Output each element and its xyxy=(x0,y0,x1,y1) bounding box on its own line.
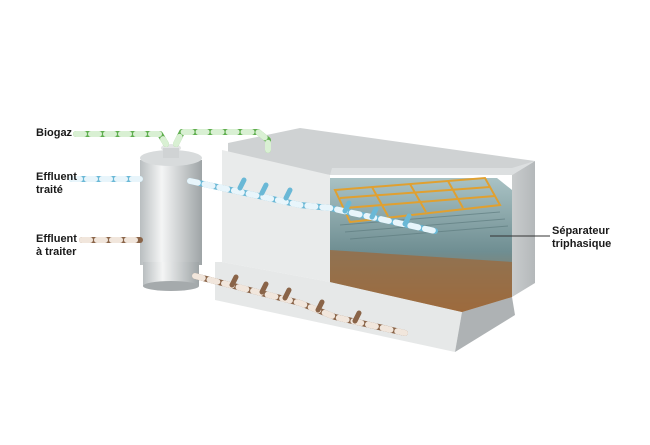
separator-label: Séparateur triphasique xyxy=(552,225,611,251)
influent-pipe xyxy=(79,237,408,336)
biogas-label: Biogaz xyxy=(36,127,72,140)
tank-front-wall xyxy=(222,150,330,282)
tank-back-wall xyxy=(228,128,535,175)
biogas-pipe xyxy=(73,129,271,153)
influent-label: Effluent à traiter xyxy=(36,233,77,259)
column-bottom xyxy=(143,281,199,291)
tank-rim xyxy=(330,161,535,175)
sludge-bed xyxy=(330,250,512,312)
treated-effluent-label: Effluent traité xyxy=(36,171,77,197)
treated-effluent-label-line1: Effluent xyxy=(36,171,77,183)
tank-right-wall xyxy=(512,161,535,297)
tank-base-side xyxy=(455,297,515,352)
influent-label-line2: à traiter xyxy=(36,246,77,258)
biogas-label-text: Biogaz xyxy=(36,127,73,139)
column-neck xyxy=(163,148,179,158)
treated-effluent-label-line2: traité xyxy=(36,184,63,196)
treated-effluent-pipe xyxy=(69,176,438,234)
column-body xyxy=(140,160,202,265)
separator-label-line1: Séparateur xyxy=(552,225,610,237)
separator-label-line2: triphasique xyxy=(552,238,612,250)
degassing-column xyxy=(140,144,202,291)
influent-label-line1: Effluent xyxy=(36,233,77,245)
